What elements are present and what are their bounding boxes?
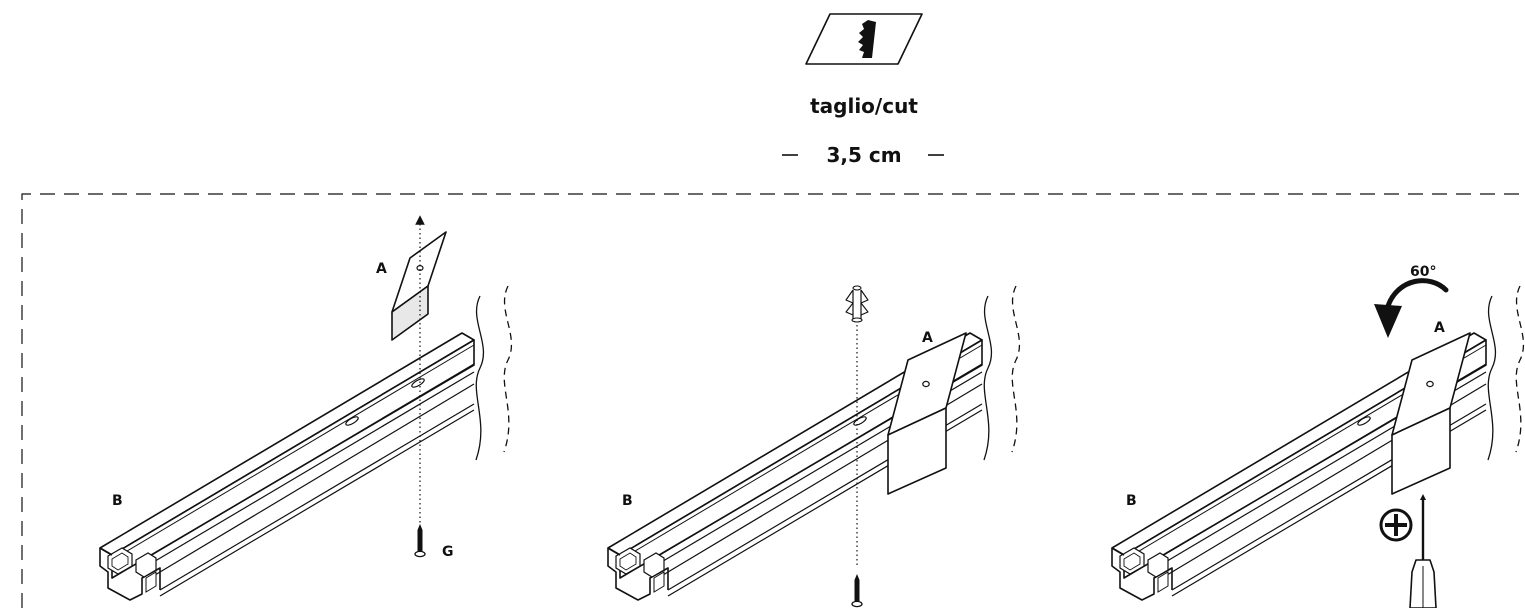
- part-label-b: B: [1126, 493, 1137, 509]
- wall-plug: [845, 285, 869, 323]
- screw: [851, 573, 863, 608]
- bracket-a: [1391, 332, 1471, 495]
- rail-b: [1111, 285, 1525, 601]
- part-label-b: B: [622, 493, 633, 509]
- steps-frame: [21, 193, 1525, 608]
- cut-operation-label: taglio/cut: [810, 94, 918, 118]
- rail-b: [607, 285, 1021, 601]
- part-label-a: A: [922, 330, 933, 346]
- bracket-a: [391, 231, 447, 341]
- rotation-arrow-icon: [1374, 278, 1449, 338]
- phillips-screwdriver-icon: [1409, 494, 1437, 608]
- rotation-angle: 60°: [1410, 264, 1436, 280]
- step-2: A B: [607, 285, 1021, 608]
- cut-instruction: taglio/cut 3,5 cm: [782, 13, 944, 167]
- part-label-a: A: [1434, 320, 1445, 336]
- bracket-a: [887, 332, 967, 495]
- phillips-head-icon: [1379, 508, 1413, 542]
- screw-g: [414, 523, 426, 558]
- part-label-a: A: [376, 261, 387, 277]
- part-label-b: B: [112, 493, 123, 509]
- part-label-g: G: [442, 544, 454, 560]
- step-3: 60° A B: [1111, 264, 1525, 608]
- saw-blade-icon: [805, 13, 923, 65]
- step-1: A B G: [99, 215, 513, 601]
- cut-length-value: 3,5 cm: [826, 143, 901, 167]
